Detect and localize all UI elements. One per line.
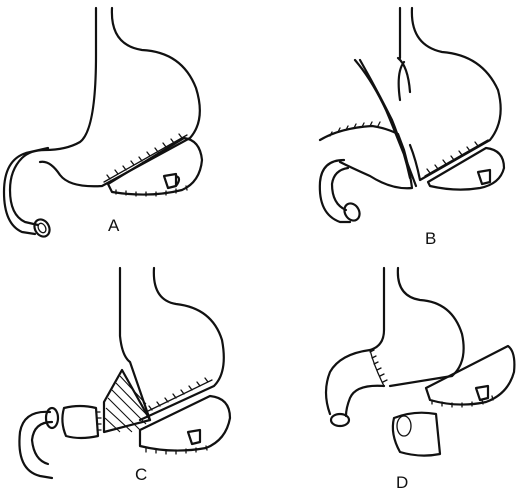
panel-c: C [19, 268, 230, 484]
panel-d-stomach [370, 268, 464, 386]
panel-a: A [4, 8, 202, 239]
panel-d-jejunal-limb [326, 350, 384, 416]
panel-b-stomach-stitch-line [425, 140, 488, 176]
panel-c-stomach-stitch-line [146, 378, 212, 412]
panel-d-jejunal-stump [331, 414, 349, 426]
panel-d: D [326, 268, 514, 492]
panel-a-pancreas [108, 138, 202, 195]
panel-d-anastomosis-stitches [370, 350, 387, 386]
panel-b-stomach [400, 8, 501, 180]
panel-d-duct-tube [476, 386, 488, 400]
panel-c-pancreas [140, 396, 230, 451]
panel-a-label: A [108, 216, 120, 235]
panel-b-label: B [425, 229, 436, 248]
panel-c-duodenum-stump [46, 408, 58, 428]
panel-b-duodenum-stump [341, 201, 362, 224]
panel-c-label: C [135, 465, 147, 484]
panel-b-clamp [355, 58, 416, 186]
panel-a-duct-tube [164, 174, 179, 188]
panel-c-antrum-fragment [62, 406, 98, 438]
panel-a-stomach [4, 8, 200, 234]
panel-c-duct-tube [188, 430, 200, 444]
panel-b-duct-tube [478, 170, 490, 184]
panel-b: B [320, 8, 504, 248]
panel-a-duodenum-stump [31, 217, 52, 240]
panel-d-pancreas [426, 346, 514, 405]
panel-d-label: D [396, 473, 408, 492]
